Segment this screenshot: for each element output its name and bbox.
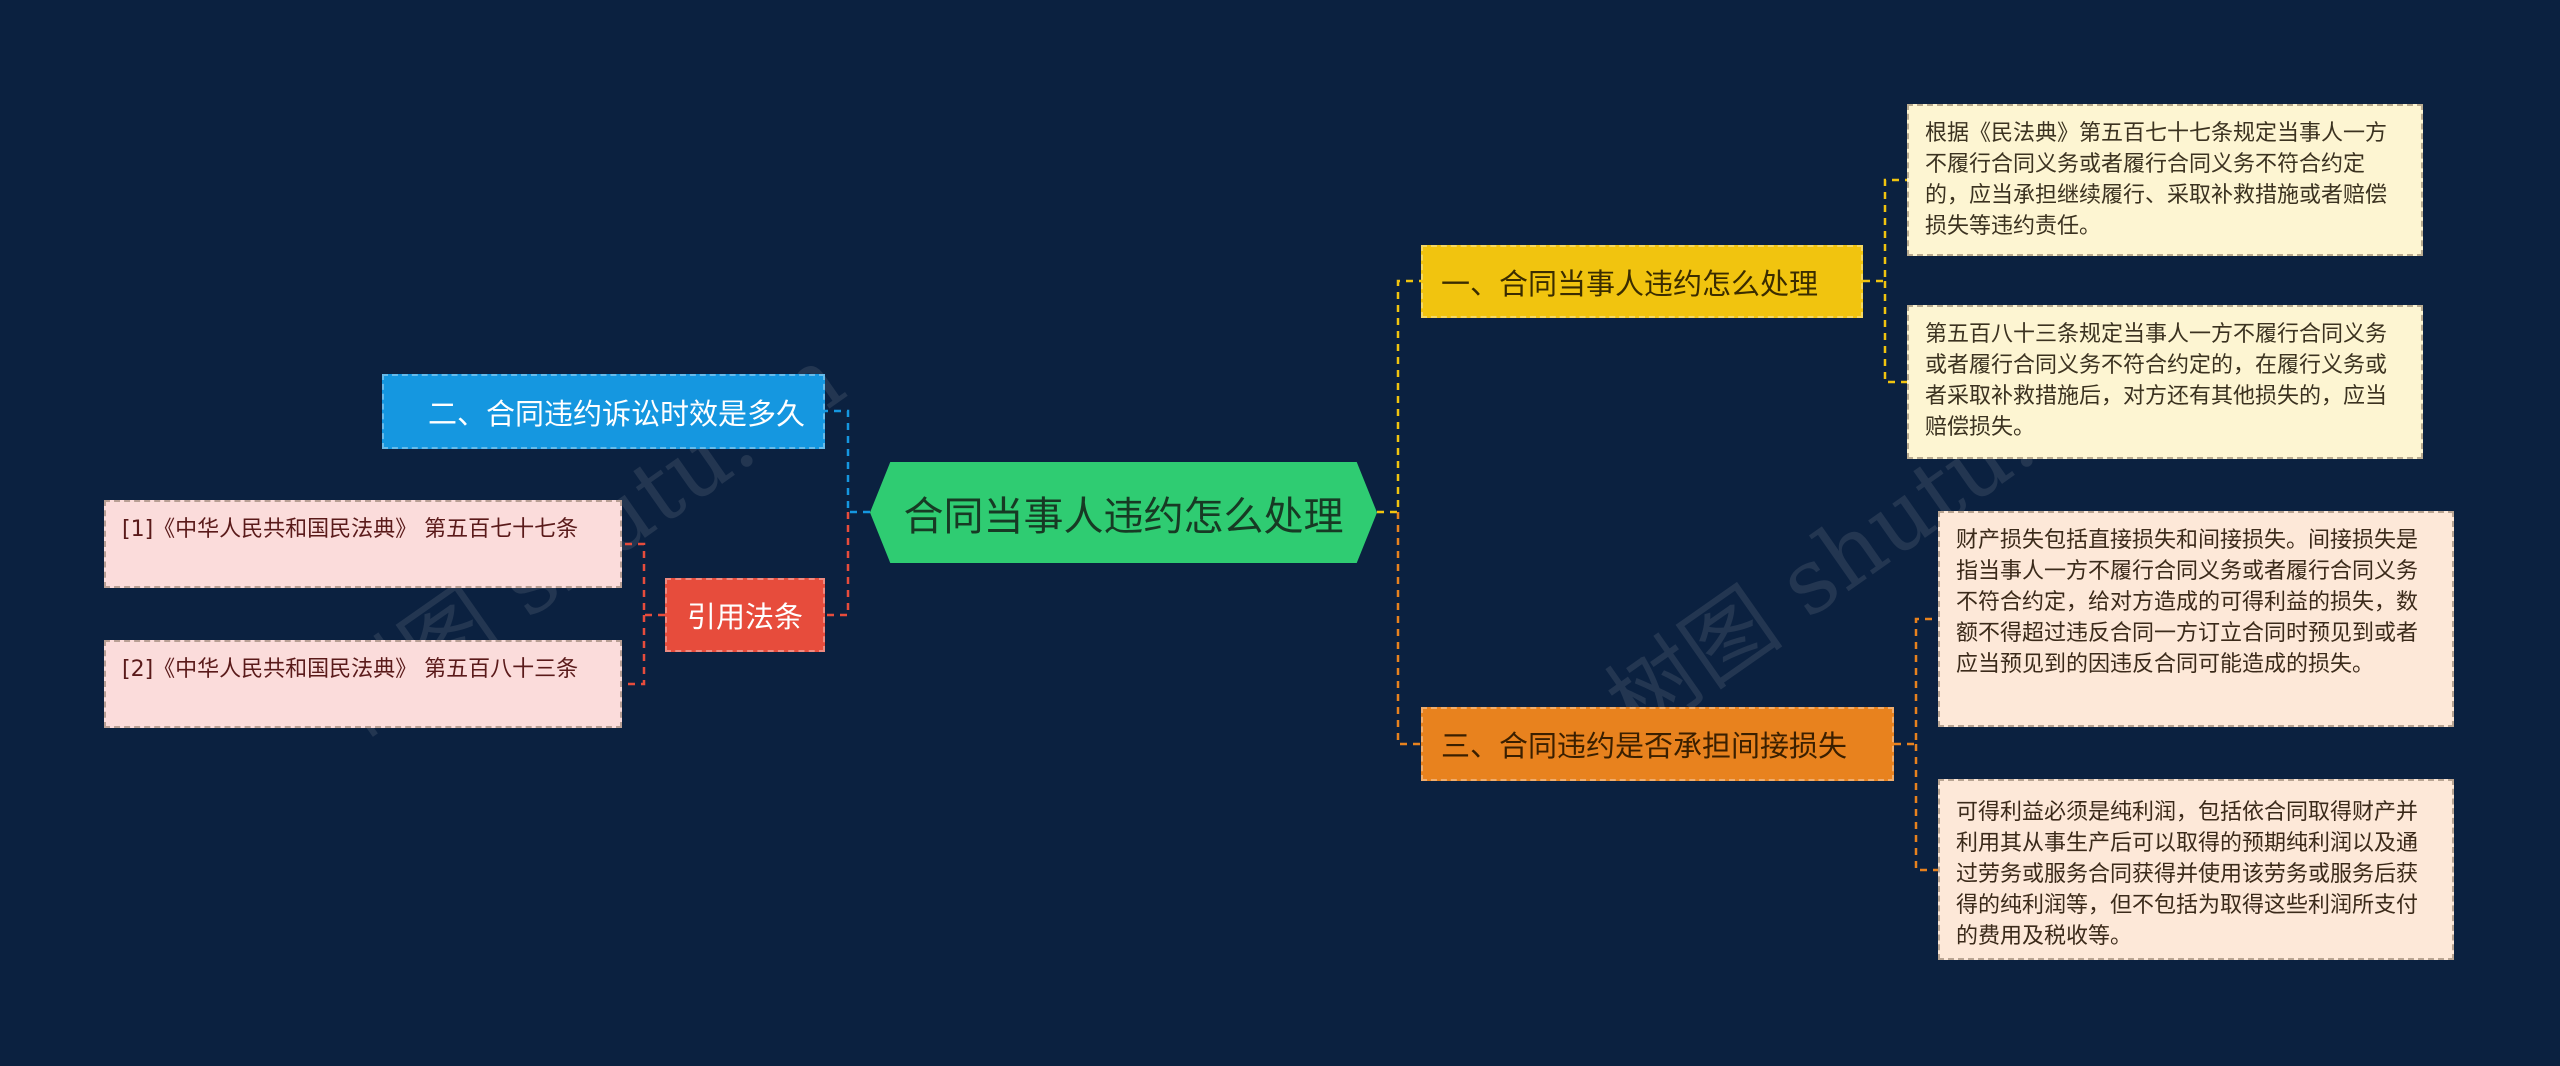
- connector-yellow: [1377, 279, 1421, 514]
- connector-red: [825, 512, 850, 617]
- topic-references-label: 引用法条: [686, 600, 803, 634]
- leaf-1-2[interactable]: 第五百八十三条规定当事人一方不履行合同义务或者履行合同义务不符合约定的，在履行义…: [1907, 305, 2423, 459]
- connector-o-leaves: [1894, 617, 1938, 872]
- connector-orange: [1396, 512, 1421, 746]
- topic-2-label: 二、合同违约诉讼时效是多久: [427, 396, 805, 431]
- leaf-3-2[interactable]: 可得利益必须是纯利润，包括依合同取得财产并利用其从事生产后可以取得的预期纯利润以…: [1938, 779, 2454, 960]
- connector-r-leaves: [622, 542, 665, 686]
- topic-1-label: 一、合同当事人违约怎么处理: [1441, 266, 1819, 301]
- leaf-1-1[interactable]: 根据《民法典》第五百七十七条规定当事人一方不履行合同义务或者履行合同义务不符合约…: [1907, 104, 2423, 256]
- topic-2[interactable]: 二、合同违约诉讼时效是多久: [382, 374, 825, 449]
- topic-1[interactable]: 一、合同当事人违约怎么处理: [1421, 245, 1863, 318]
- topic-3[interactable]: 三、合同违约是否承担间接损失: [1421, 707, 1894, 781]
- connector-y-leaves: [1863, 178, 1907, 384]
- reference-1[interactable]: [1]《中华人民共和国民法典》 第五百七十七条: [104, 500, 622, 588]
- central-topic-label: 合同当事人违约怎么处理: [903, 493, 1344, 540]
- leaf-3-1[interactable]: 财产损失包括直接损失和间接损失。间接损失是指当事人一方不履行合同义务或者履行合同…: [1938, 511, 2454, 727]
- reference-2[interactable]: [2]《中华人民共和国民法典》 第五百八十三条: [104, 640, 622, 728]
- connector-blue: [825, 409, 870, 514]
- central-topic[interactable]: 合同当事人违约怎么处理: [870, 462, 1377, 563]
- topic-3-label: 三、合同违约是否承担间接损失: [1441, 729, 1848, 763]
- topic-references[interactable]: 引用法条: [665, 578, 825, 652]
